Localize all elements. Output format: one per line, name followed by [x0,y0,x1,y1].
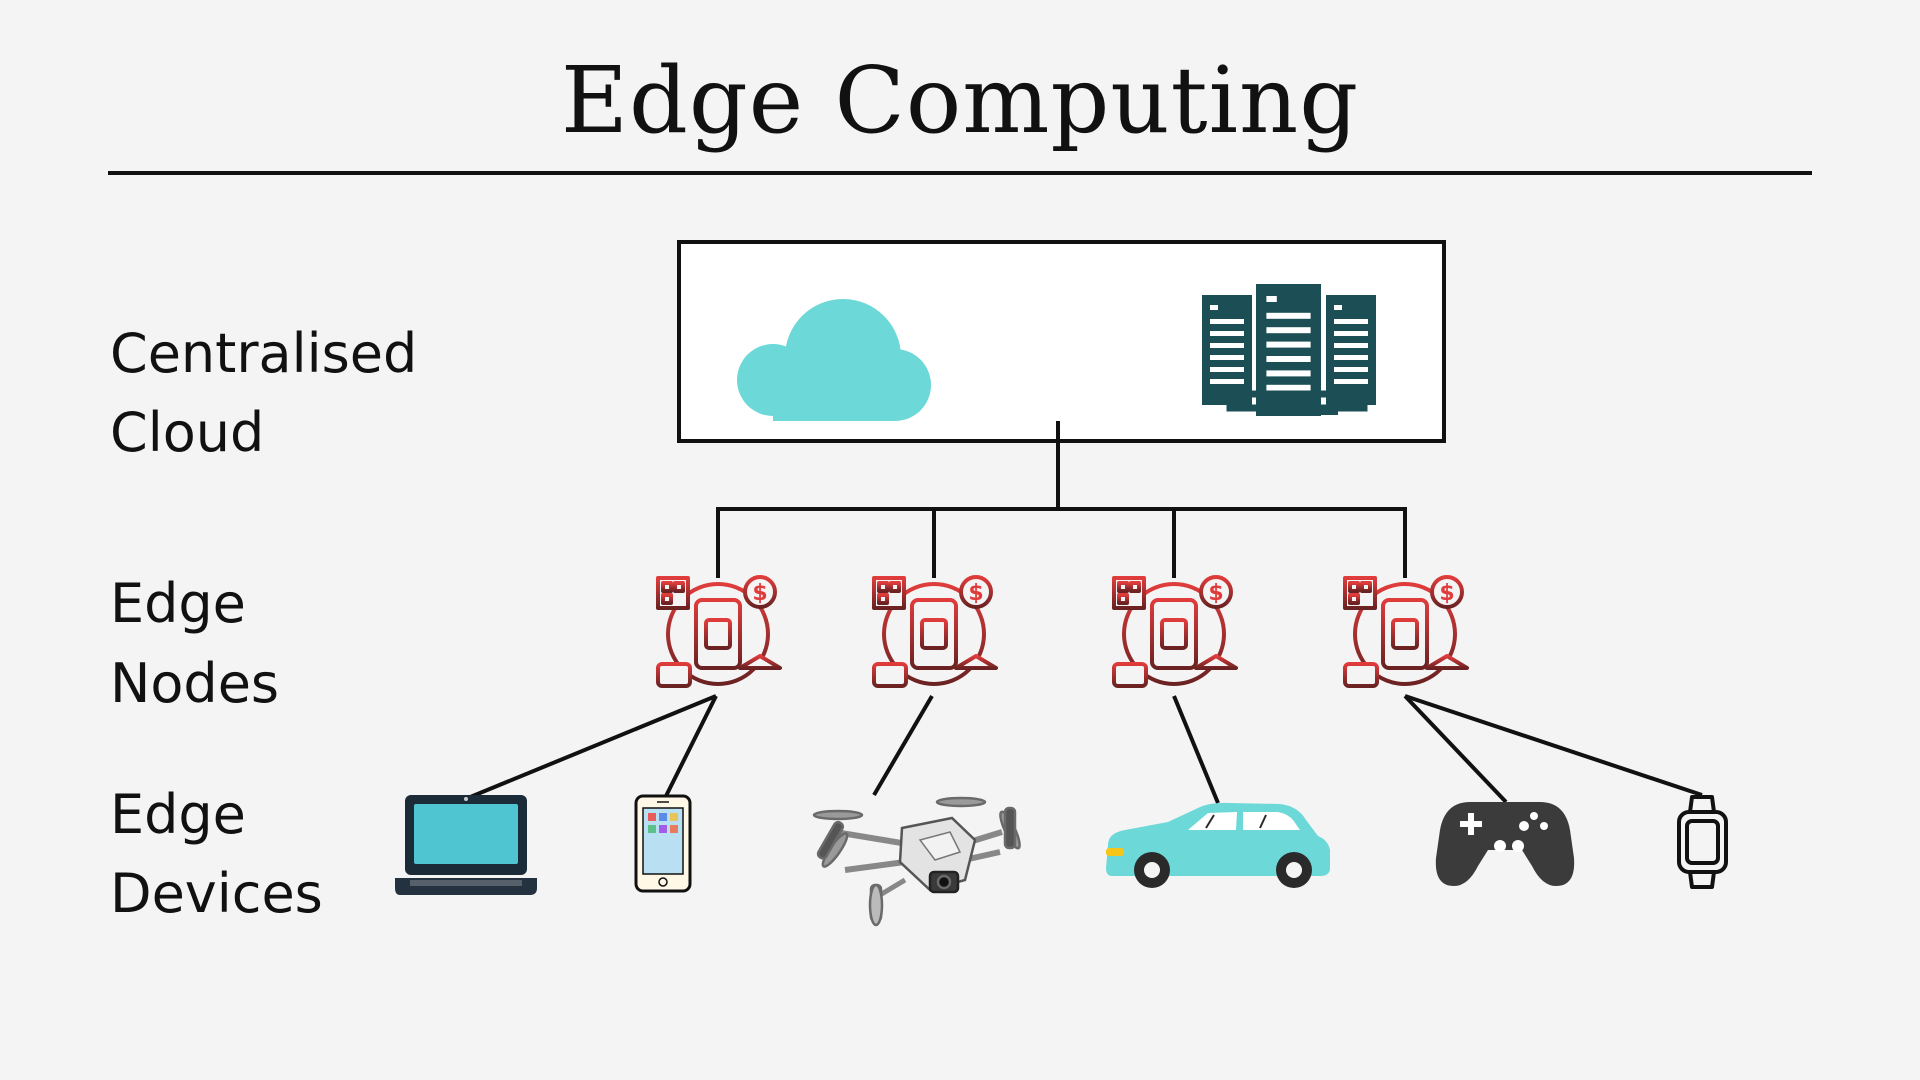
smartwatch-icon [1677,795,1728,889]
row-label-devices-line1: Edge [110,783,246,846]
row-label-nodes-line1: Edge [110,572,246,635]
cloud-to-node-connectors [716,421,1407,578]
gamepad-icon [1435,802,1575,886]
edge-node-icon [656,575,784,690]
edge-node-icon [872,575,1000,690]
server-rack-icon [1202,284,1376,416]
car-icon [1106,802,1330,888]
smartphone-icon [634,794,692,893]
row-label-nodes-line2: Nodes [110,652,279,715]
page-title: Edge Computing [561,47,1359,154]
row-label-cloud-line2: Cloud [110,401,264,464]
cloud-icon [737,299,931,421]
drone-icon [812,796,1021,927]
edge-node-icon [1343,575,1471,690]
laptop-icon [395,795,537,895]
node-to-device-connectors [462,694,1703,804]
edge-node-icon [1112,575,1240,690]
row-label-devices-line2: Devices [110,862,323,925]
row-label-cloud-line1: Centralised [110,322,417,385]
